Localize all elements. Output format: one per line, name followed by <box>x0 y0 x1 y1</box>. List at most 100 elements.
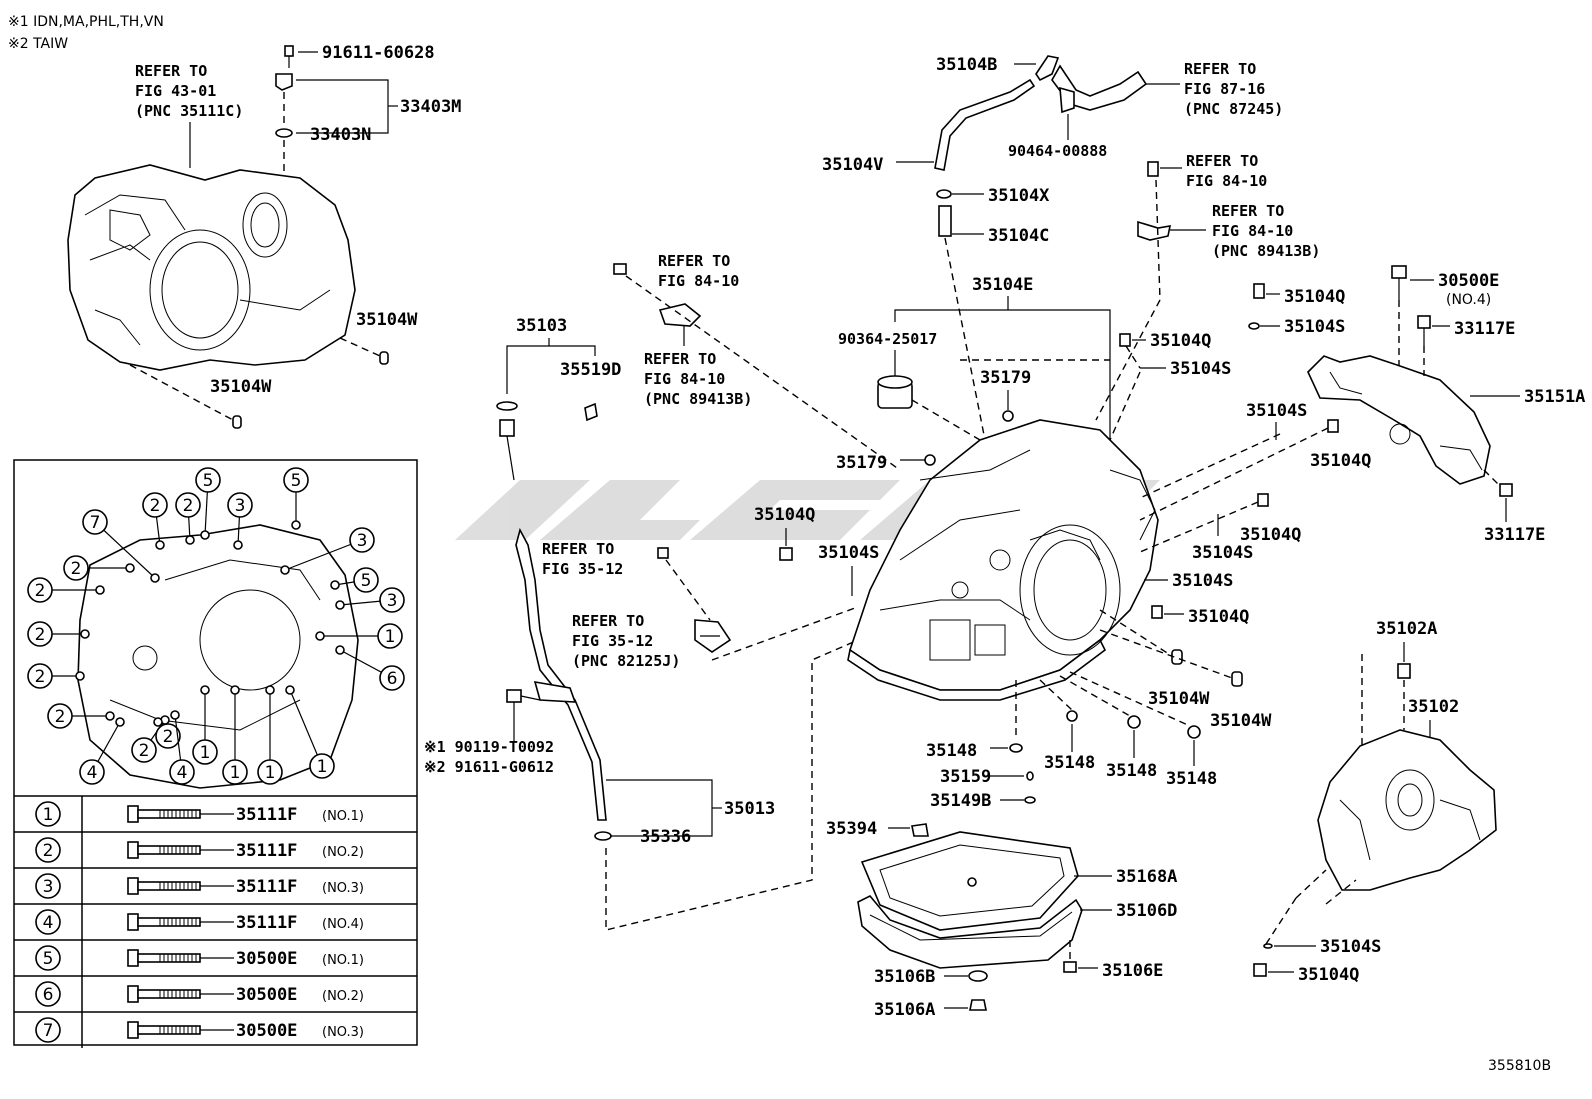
table-part-number: 35111F <box>236 913 297 933</box>
callout-number: 2 <box>35 581 46 601</box>
label-35102: 35102 <box>1408 697 1459 717</box>
table-part-variant: (NO.3) <box>322 1025 364 1040</box>
ref-fig-84-10-d-line1: REFER TO <box>1212 202 1284 220</box>
label-35104Q-1: 35104Q <box>754 505 815 525</box>
filter-element-drawing <box>877 375 913 409</box>
label-35104S-3: 35104S <box>1284 317 1345 337</box>
label-35104W-c: 35104W <box>1148 689 1210 709</box>
callout-number: 7 <box>90 513 101 533</box>
callout-leader <box>289 689 323 767</box>
bolt-hole <box>95 585 105 595</box>
note-2: ※2 TAIW <box>8 36 68 52</box>
bolt-shank-icon <box>137 917 201 927</box>
label-35104X: 35104X <box>988 186 1050 206</box>
label-35148-4: 35148 <box>1166 769 1217 789</box>
label-35104V: 35104V <box>822 155 883 175</box>
bolt-hole <box>315 631 325 641</box>
bolt-hole <box>291 520 301 530</box>
ref-fig-35-12-b-line2: FIG 35-12 <box>572 632 653 650</box>
label-91611-60628: 91611-60628 <box>322 43 435 63</box>
label-30500E-no: (NO.4) <box>1446 292 1491 308</box>
table-key: 5 <box>43 949 54 969</box>
callout-number: 2 <box>55 707 66 727</box>
bolt-hole <box>80 629 90 639</box>
label-35104W-b: 35104W <box>210 377 272 397</box>
ref-fig-35-12-a-line2: FIG 35-12 <box>542 560 623 578</box>
table-key: 2 <box>43 841 54 861</box>
bolt-shank-icon <box>137 1025 201 1035</box>
table-part-variant: (NO.1) <box>322 809 364 824</box>
label-35151A: 35151A <box>1524 387 1585 407</box>
table-key-circle <box>35 909 61 935</box>
dipstick-drawing <box>496 401 612 841</box>
bolt-shank-icon <box>137 989 201 999</box>
table-part-variant: (NO.4) <box>322 917 364 932</box>
callout-number: 2 <box>139 741 150 761</box>
bolt-hole <box>75 671 85 681</box>
ref-fig-84-10-d-line3: (PNC 89413B) <box>1212 242 1320 260</box>
callout-circle <box>309 753 335 779</box>
label-35103: 35103 <box>516 316 567 336</box>
callout-circle <box>349 527 375 553</box>
label-33117E-b: 33117E <box>1484 525 1545 545</box>
callout-number: 2 <box>183 496 194 516</box>
ref-fig-84-10-c-line1: REFER TO <box>1186 152 1258 170</box>
note-1: ※1 IDN,MA,PHL,TH,VN <box>8 14 164 30</box>
table-part-variant: (NO.2) <box>322 845 364 860</box>
label-35013: 35013 <box>724 799 775 819</box>
bolt-hole <box>155 540 165 550</box>
callout-number: 2 <box>71 559 82 579</box>
ref-fig-84-10-c-line2: FIG 84-10 <box>1186 172 1267 190</box>
callout-number: 1 <box>265 763 276 783</box>
callout-circle <box>27 663 53 689</box>
callout-circle <box>169 759 195 785</box>
transmission-assembly-drawing <box>847 419 1159 701</box>
callout-number: 6 <box>387 669 398 689</box>
bolt-head-icon <box>127 805 139 823</box>
table-key: 3 <box>43 877 54 897</box>
callout-number: 2 <box>163 727 174 747</box>
label-35148-2: 35148 <box>1044 753 1095 773</box>
bolt-hole <box>115 717 125 727</box>
callout-number: 1 <box>385 627 396 647</box>
label-35104S-2: 35104S <box>1170 359 1231 379</box>
callout-circle <box>131 737 157 763</box>
bolt-hole <box>280 565 290 575</box>
callout-circle <box>283 467 309 493</box>
label-90364-25017: 90364-25017 <box>838 330 937 348</box>
ref-fig-84-10-b-line1: REFER TO <box>644 350 716 368</box>
ref-fig-87-16-line3: (PNC 87245) <box>1184 100 1283 118</box>
bolt-shank-icon <box>137 881 201 891</box>
label-35104Q-6: 35104Q <box>1188 607 1249 627</box>
label-35148-3: 35148 <box>1106 761 1157 781</box>
ref-fig-35-12-b-line3: (PNC 82125J) <box>572 652 680 670</box>
label-35104Q-2: 35104Q <box>1150 331 1211 351</box>
label-35104S-1: 35104S <box>818 543 879 563</box>
callout-circle <box>155 723 181 749</box>
table-key-circle <box>35 981 61 1007</box>
table-part-variant: (NO.3) <box>322 881 364 896</box>
bolt-hole <box>230 685 240 695</box>
label-35104W-a: 35104W <box>356 310 418 330</box>
table-key-circle <box>35 837 61 863</box>
callout-number: 5 <box>291 471 302 491</box>
bolt-hole <box>150 573 160 583</box>
callout-circle <box>195 467 221 493</box>
diagram-id: 355810B <box>1488 1058 1551 1074</box>
callout-number: 1 <box>230 763 241 783</box>
callout-number: 1 <box>200 743 211 763</box>
bolt-hole <box>185 535 195 545</box>
callout-circle <box>222 759 248 785</box>
callout-number: 5 <box>361 571 372 591</box>
bolt-head-icon <box>127 949 139 967</box>
callout-circle <box>79 759 105 785</box>
label-35104S-6: 35104S <box>1172 571 1233 591</box>
table-part-number: 35111F <box>236 805 297 825</box>
label-35159: 35159 <box>940 767 991 787</box>
bolt-head-icon <box>127 841 139 859</box>
label-35104C: 35104C <box>988 226 1049 246</box>
ref-fig-84-10-a-line1: REFER TO <box>658 252 730 270</box>
callout-circle <box>353 567 379 593</box>
label-35148-1: 35148 <box>926 741 977 761</box>
table-key: 4 <box>43 913 54 933</box>
